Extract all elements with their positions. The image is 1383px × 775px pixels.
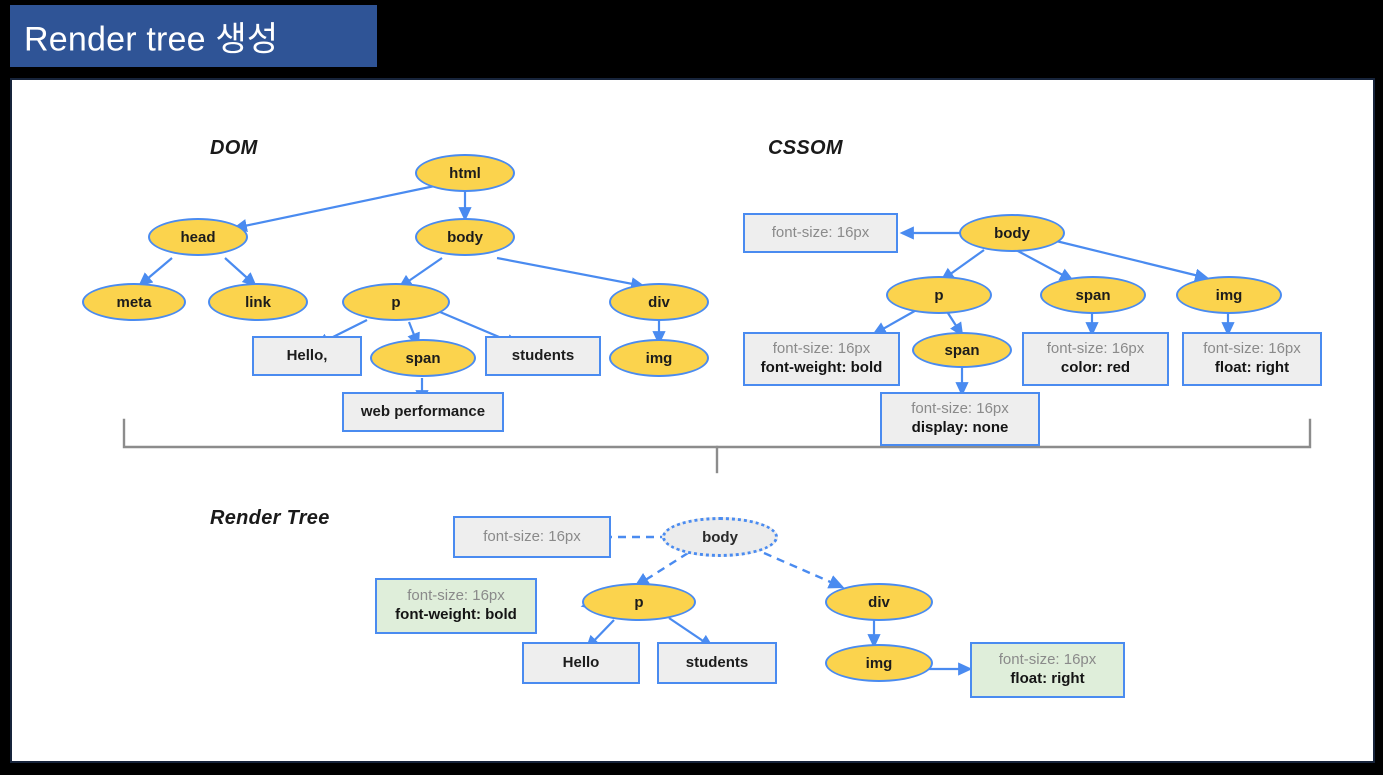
dom-text-hello: Hello, (252, 336, 362, 376)
cssom-style-img-line-1: font-size: 16px (1203, 340, 1301, 358)
render-tree-node-body[interactable]: body (662, 517, 778, 557)
render-tree-style-box-body: font-size: 16px (453, 516, 611, 558)
cssom-style-span-line-1: font-size: 16px (1046, 340, 1145, 358)
diagram-canvas: DOM html head body meta link p div span … (12, 80, 1373, 761)
cssom-node-p[interactable]: p (886, 276, 992, 314)
dom-node-html[interactable]: html (415, 154, 515, 192)
dom-node-body[interactable]: body (415, 218, 515, 256)
render-tree-node-img[interactable]: img (825, 644, 933, 682)
cssom-node-body[interactable]: body (959, 214, 1065, 252)
render-tree-style-box-img: font-size: 16px float: right (970, 642, 1125, 698)
dom-section-title: DOM (210, 137, 258, 159)
render-tree-node-p[interactable]: p (582, 583, 696, 621)
render-tree-text-hello: Hello (522, 642, 640, 684)
dom-text-students: students (485, 336, 601, 376)
render-tree-text-students-label: students (685, 653, 749, 671)
slide-title-banner: Render tree 생성 (10, 5, 377, 67)
render-tree-section-title: Render Tree (210, 507, 330, 529)
cssom-style-box-span: font-size: 16px color: red (1022, 332, 1169, 386)
render-tree-text-students: students (657, 642, 777, 684)
dom-text-web-performance-label: web performance (360, 402, 486, 420)
cssom-style-body-line-1: font-size: 16px (771, 223, 870, 241)
dom-node-span[interactable]: span (370, 339, 476, 377)
cssom-style-img-line-2: float: right (1214, 359, 1290, 376)
render-tree-style-img-line-2: float: right (1010, 670, 1085, 687)
cssom-node-img[interactable]: img (1176, 276, 1282, 314)
cssom-style-p-line-2: font-weight: bold (760, 359, 883, 376)
cssom-style-span-child-line-1: font-size: 16px (911, 400, 1009, 418)
dom-text-hello-label: Hello, (286, 346, 328, 364)
render-tree-style-p-line-1: font-size: 16px (407, 587, 505, 605)
cssom-node-span[interactable]: span (1040, 276, 1146, 314)
cssom-style-p-line-1: font-size: 16px (772, 340, 871, 358)
render-tree-style-img-line-1: font-size: 16px (998, 651, 1097, 669)
cssom-style-box-p: font-size: 16px font-weight: bold (743, 332, 900, 386)
dom-text-web-performance: web performance (342, 392, 504, 432)
dom-text-students-label: students (511, 346, 575, 364)
render-tree-text-hello-label: Hello (562, 653, 600, 671)
grouping-bracket (122, 418, 1312, 474)
dom-node-div[interactable]: div (609, 283, 709, 321)
cssom-node-span-child[interactable]: span (912, 332, 1012, 368)
cssom-style-box-span-child: font-size: 16px display: none (880, 392, 1040, 446)
dom-node-img[interactable]: img (609, 339, 709, 377)
render-tree-style-p-line-2: font-weight: bold (395, 606, 517, 623)
render-tree-node-div[interactable]: div (825, 583, 933, 621)
cssom-section-title: CSSOM (768, 137, 843, 159)
dom-node-meta[interactable]: meta (82, 283, 186, 321)
render-tree-style-box-p: font-size: 16px font-weight: bold (375, 578, 537, 634)
cssom-style-span-child-line-2: display: none (911, 419, 1009, 436)
dom-node-p[interactable]: p (342, 283, 450, 321)
render-tree-style-body-line-1: font-size: 16px (483, 527, 581, 545)
dom-node-head[interactable]: head (148, 218, 248, 256)
cssom-style-span-line-2: color: red (1060, 359, 1131, 376)
cssom-style-box-body: font-size: 16px (743, 213, 898, 253)
cssom-style-box-img: font-size: 16px float: right (1182, 332, 1322, 386)
page-title: Render tree 생성 (24, 20, 279, 59)
dom-node-link[interactable]: link (208, 283, 308, 321)
slide-content-panel: DOM html head body meta link p div span … (10, 78, 1375, 763)
